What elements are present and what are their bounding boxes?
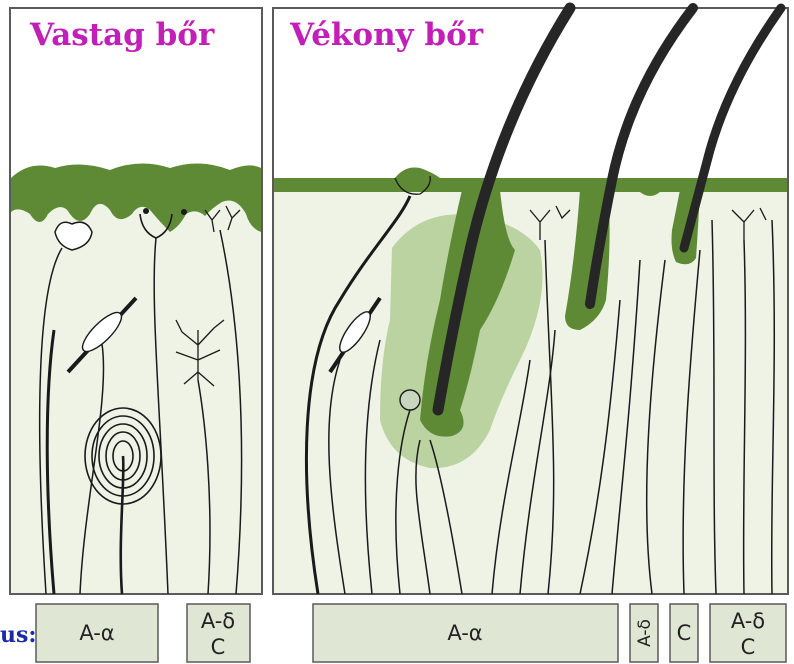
fiber-group-line2: C <box>741 635 756 659</box>
thick-skin-title: Vastag bőr <box>29 17 215 53</box>
thick-skin-panel: Vastag bőr <box>10 8 262 594</box>
follicle-ending-ball <box>400 390 420 410</box>
thin-skin-panel: Vékony bőr <box>273 8 788 594</box>
fiber-group-box: A-δ <box>630 604 658 662</box>
fiber-group-line1: A-δ <box>731 609 765 633</box>
fiber-group-box: A-α <box>313 604 618 662</box>
thin-skin-title: Vékony bőr <box>289 17 484 53</box>
fiber-group-line2: C <box>211 635 226 659</box>
fiber-group-line1: A-α <box>447 621 482 645</box>
fiber-group-line1: A-δ <box>635 619 655 647</box>
fiber-group-box: A-α <box>36 604 158 662</box>
fiber-group-box: A-δ C <box>710 604 786 662</box>
merkel-cell-2 <box>181 209 187 215</box>
fiber-group-line1: A-δ <box>201 609 235 633</box>
fiber-label-row: us: A-α A-δ C A-α A-δ C A-δ C <box>0 604 786 662</box>
fiber-group-line1: A-α <box>79 621 114 645</box>
fiber-label-prefix: us: <box>0 622 37 648</box>
fiber-group-box: A-δ C <box>187 604 250 662</box>
merkel-cell <box>143 208 149 214</box>
fiber-group-box: C <box>670 604 698 662</box>
fiber-group-line1: C <box>677 621 692 645</box>
